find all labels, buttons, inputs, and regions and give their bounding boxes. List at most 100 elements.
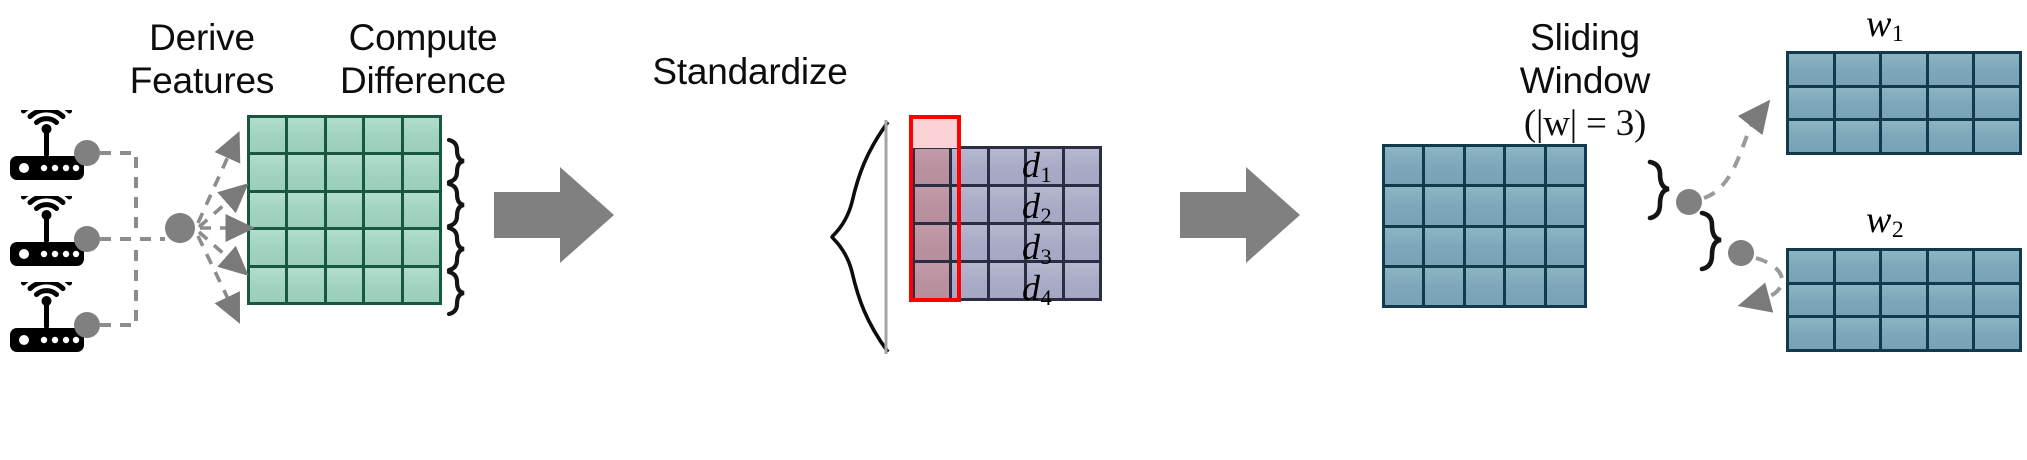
matrix-cell [1506, 227, 1544, 265]
matrix-cell [1789, 87, 1833, 119]
window-1-label: w1 [1866, 2, 1904, 48]
matrix-cell [1882, 121, 1926, 152]
matrix-cell [1385, 267, 1423, 305]
sliding-window-subtitle: (|w| = 3) [1523, 103, 1647, 144]
matrix-cell [250, 192, 286, 228]
matrix-cell [1506, 267, 1544, 305]
matrix-cell [1385, 147, 1423, 185]
matrix-cell [365, 155, 401, 190]
matrix-cell [1064, 187, 1099, 222]
matrix-cell [1789, 318, 1833, 349]
window-braces [1647, 159, 1722, 272]
matrix-cell [1928, 318, 1973, 349]
matrix-cell-highlighted [915, 187, 950, 222]
matrix-cell [326, 230, 363, 265]
matrix-cell [1506, 147, 1544, 185]
matrix-cell [1975, 54, 2019, 85]
feature-fanout-arrows [196, 130, 255, 324]
matrix-cell [403, 230, 439, 265]
matrix-cell [403, 192, 439, 228]
matrix-cell [1546, 227, 1584, 265]
row-label-d2-sub: 2 [1040, 202, 1052, 228]
window-link-curves [1703, 99, 1784, 313]
row-label-d1-base: d [1022, 145, 1040, 185]
matrix-cell [403, 155, 439, 190]
matrix-cell [1882, 284, 1926, 316]
matrix-cell [1835, 318, 1880, 349]
matrix-cell [1975, 318, 2019, 349]
matrix-cell [989, 149, 1025, 184]
router-3-node-dot [74, 312, 100, 338]
window-2-label: w2 [1866, 198, 1904, 244]
matrix-cell [1465, 227, 1504, 265]
matrix-cell [326, 155, 363, 190]
matrix-cell [365, 230, 401, 265]
matrix-cell [1789, 251, 1833, 282]
matrix-cell-highlighted [915, 225, 950, 260]
matrix-cell [1425, 267, 1463, 305]
matrix-cell [1789, 284, 1833, 316]
matrix-cell [403, 267, 439, 302]
difference-row-braces [446, 137, 465, 317]
matrix-cell [1064, 263, 1099, 298]
router-2-node-dot [74, 226, 100, 252]
matrix-cell [250, 118, 286, 153]
matrix-cell [1546, 187, 1584, 225]
matrix-cell [1506, 187, 1544, 225]
matrix-cell [1385, 227, 1423, 265]
matrix-cell [1928, 251, 1973, 282]
matrix-cell [1835, 54, 1880, 85]
matrix-cell [1465, 147, 1504, 185]
sliding-window-source-matrix [1382, 144, 1587, 308]
matrix-cell [1975, 284, 2019, 316]
window-1-label-sub: 1 [1891, 21, 1904, 48]
derive-features-title: Derive Features [129, 17, 275, 101]
matrix-cell [1027, 225, 1062, 260]
matrix-cell [250, 155, 286, 190]
matrix-cell [1385, 187, 1423, 225]
matrix-cell [1027, 263, 1062, 298]
row-label-d2-base: d [1022, 186, 1040, 226]
row-label-d3: d3 [1022, 226, 1052, 270]
router-1-node-dot [74, 140, 100, 166]
matrix-cell [1546, 147, 1584, 185]
matrix-cell [1465, 187, 1504, 225]
row-label-d4-sub: 4 [1040, 284, 1052, 310]
window-1-branch-dot [1676, 189, 1702, 215]
matrix-cell [1928, 284, 1973, 316]
matrix-cell [1882, 251, 1926, 282]
window-2-label-sub: 2 [1891, 217, 1904, 244]
matrix-cell [288, 230, 324, 265]
matrix-cell [1465, 267, 1504, 305]
flow-arrow-1 [494, 167, 614, 263]
matrix-cell [365, 192, 401, 228]
matrix-cell [326, 118, 363, 153]
matrix-cell [1975, 87, 2019, 119]
matrix-cell [365, 118, 401, 153]
matrix-cell [403, 118, 439, 153]
aggregation-hub-dot [165, 213, 195, 243]
highlight-column-outline [909, 115, 961, 302]
matrix-cell [288, 192, 324, 228]
matrix-cell-highlighted [915, 149, 950, 184]
matrix-cell [1835, 284, 1880, 316]
matrix-cell [288, 267, 324, 302]
matrix-cell [1835, 87, 1880, 119]
row-label-d2: d2 [1022, 185, 1052, 229]
row-label-d1-sub: 1 [1040, 161, 1052, 187]
row-label-d3-sub: 3 [1040, 243, 1052, 269]
matrix-cell [1027, 149, 1062, 184]
normal-distribution-curve [830, 120, 890, 354]
matrix-cell [1425, 227, 1463, 265]
matrix-cell [1064, 225, 1099, 260]
matrix-cell [326, 267, 363, 302]
matrix-cell [1928, 87, 1973, 119]
matrix-cell [1882, 54, 1926, 85]
matrix-cell [250, 230, 286, 265]
matrix-cell [250, 267, 286, 302]
matrix-cell [1546, 267, 1584, 305]
matrix-cell-highlighted [915, 263, 950, 298]
flow-arrow-2 [1180, 167, 1300, 263]
device-aggregation-tree [100, 151, 165, 327]
